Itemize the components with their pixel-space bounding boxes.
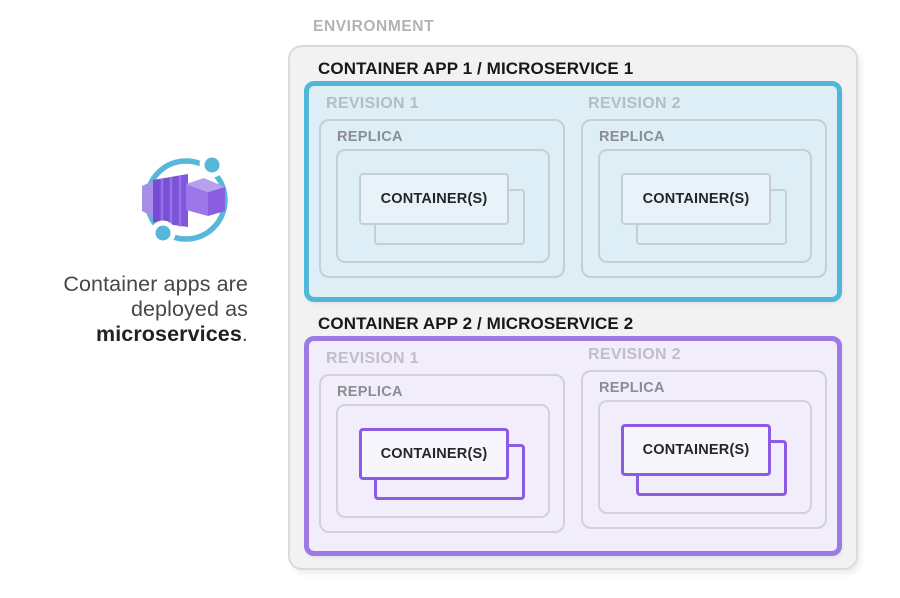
revision-label: REVISION 1 (326, 350, 419, 367)
container-app-1: CONTAINER APP 1 / MICROSERVICE 1 REVISIO… (304, 59, 842, 302)
container-app-2-title: CONTAINER APP 2 / MICROSERVICE 2 (318, 314, 634, 333)
container-app-1-box: REVISION 1 REPLICA CONTAINER(S) REVISION… (304, 81, 842, 302)
container-box-front: CONTAINER(S) (359, 428, 509, 480)
replica-box: REPLICA CONTAINER(S) (319, 374, 565, 533)
app1-revision-1: REVISION 1 REPLICA CONTAINER(S) (319, 86, 565, 297)
revision-label: REVISION 2 (588, 95, 681, 112)
pod-box: CONTAINER(S) (598, 400, 812, 514)
revision-label: REVISION 2 (588, 346, 681, 363)
replica-box: REPLICA CONTAINER(S) (581, 119, 827, 278)
pod-box: CONTAINER(S) (336, 404, 550, 518)
revision-label: REVISION 1 (326, 95, 419, 112)
environment-label: ENVIRONMENT (313, 18, 435, 35)
replica-label: REPLICA (337, 129, 403, 145)
pod-box: CONTAINER(S) (336, 149, 550, 263)
replica-label: REPLICA (337, 384, 403, 400)
caption-line-2: deployed as (130, 297, 248, 321)
app2-revision-1: REVISION 1 REPLICA CONTAINER(S) (319, 341, 565, 551)
containers-label: CONTAINER(S) (642, 442, 750, 458)
app1-revision-2: REVISION 2 REPLICA CONTAINER(S) (581, 86, 827, 297)
container-app-2: CONTAINER APP 2 / MICROSERVICE 2 REVISIO… (304, 314, 842, 556)
environment-box: CONTAINER APP 1 / MICROSERVICE 1 REVISIO… (288, 45, 858, 570)
replica-label: REPLICA (599, 129, 665, 145)
pod-box: CONTAINER(S) (598, 149, 812, 263)
container-app-2-box: REVISION 1 REPLICA CONTAINER(S) REVISION… (304, 336, 842, 556)
caption-text: Container apps are deployed as microserv… (28, 272, 248, 347)
containers-label: CONTAINER(S) (642, 191, 750, 207)
containers-label: CONTAINER(S) (380, 191, 488, 207)
container-box-front: CONTAINER(S) (621, 424, 771, 476)
container-box-front: CONTAINER(S) (621, 173, 771, 225)
caption-line-1: Container apps are (63, 272, 248, 296)
app2-revision-2: REVISION 2 REPLICA CONTAINER(S) (581, 337, 827, 547)
container-box-front: CONTAINER(S) (359, 173, 509, 225)
replica-box: REPLICA CONTAINER(S) (319, 119, 565, 278)
replica-label: REPLICA (599, 380, 665, 396)
containers-label: CONTAINER(S) (380, 446, 488, 462)
replica-box: REPLICA CONTAINER(S) (581, 370, 827, 529)
caption-period: . (241, 322, 248, 346)
container-apps-icon (142, 152, 228, 246)
caption-microservices: microservices (95, 322, 242, 346)
container-app-1-title: CONTAINER APP 1 / MICROSERVICE 1 (318, 59, 634, 78)
